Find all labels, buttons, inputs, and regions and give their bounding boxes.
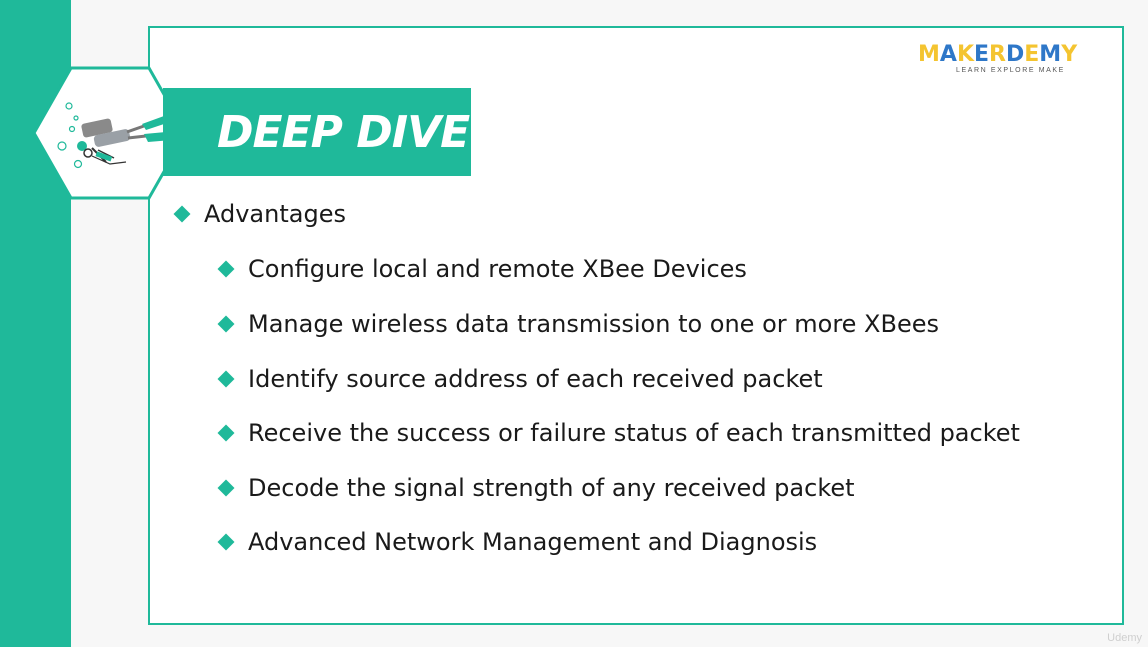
scuba-diver-icon (32, 66, 188, 200)
logo-letter: E (974, 42, 990, 67)
logo-tagline: LEARN EXPLORE MAKE (956, 67, 1065, 74)
logo-letter: K (956, 42, 974, 67)
title-banner: DEEP DIVE (163, 88, 471, 176)
udemy-watermark: Udemy (1107, 632, 1142, 644)
logo-letter: R (989, 42, 1006, 67)
logo-letter: D (1005, 42, 1025, 67)
logo-letter: M (1039, 42, 1062, 67)
deep-dive-badge (32, 66, 188, 200)
logo-letter: M (918, 42, 940, 67)
logo-wordmark: MAKERDEMY (918, 44, 1086, 66)
logo-letter: E (1024, 42, 1040, 67)
logo-letter: A (939, 42, 957, 67)
makerdemy-logo: MAKERDEMY LEARN EXPLORE MAKE (918, 44, 1086, 78)
logo-letter: Y (1061, 42, 1078, 67)
slide-title: DEEP DIVE (217, 106, 470, 158)
